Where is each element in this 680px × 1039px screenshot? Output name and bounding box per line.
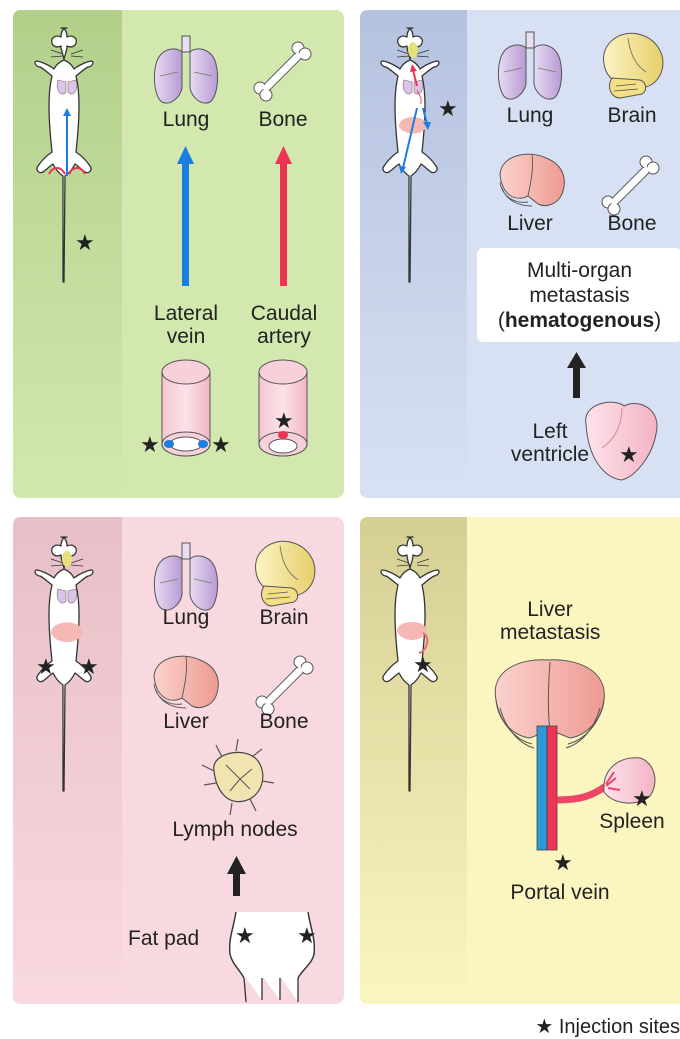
- bone-label: Bone: [592, 212, 672, 235]
- lateral-vein-tube: [162, 360, 210, 456]
- multi-organ-line3: (hematogenous): [477, 309, 680, 332]
- multi-organ-line2: metastasis: [477, 284, 680, 307]
- injection-star-icon: ★: [413, 654, 433, 676]
- injection-star-icon: ★: [619, 444, 639, 466]
- brain-label: Brain: [592, 104, 672, 127]
- caudal-artery-label: Caudal artery: [234, 302, 334, 348]
- lung-label: Lung: [490, 104, 570, 127]
- injection-star-icon: ★: [36, 656, 56, 678]
- multi-organ-line1: Multi-organ: [477, 259, 680, 282]
- injection-star-icon: ★: [553, 852, 573, 874]
- hematogenous-label: hematogenous: [505, 309, 654, 332]
- injection-star-icon: ★: [79, 656, 99, 678]
- lateral-vein-label: Lateral vein: [136, 302, 236, 348]
- lung-label: Lung: [146, 108, 226, 131]
- bone-label: Bone: [244, 710, 324, 733]
- legend-label: Injection sites: [559, 1016, 680, 1038]
- lung-label: Lung: [146, 606, 226, 629]
- injection-star-icon: ★: [297, 925, 317, 947]
- injection-star-icon: ★: [140, 434, 160, 456]
- liver-metastasis-label: Liver metastasis: [500, 598, 600, 644]
- injection-star-icon: ★: [438, 98, 458, 120]
- legend: ★ Injection sites: [535, 1016, 680, 1038]
- paren-open: (: [498, 309, 505, 332]
- legend-star-icon: ★: [535, 1016, 553, 1038]
- injection-star-icon: ★: [211, 434, 231, 456]
- liver-label: Liver: [490, 212, 570, 235]
- bone-label: Bone: [243, 108, 323, 131]
- spleen-label: Spleen: [592, 810, 672, 833]
- left-ventricle-label: Left ventricle: [500, 420, 600, 466]
- lymph-nodes-label: Lymph nodes: [150, 818, 320, 841]
- paren-close: ): [654, 309, 661, 332]
- injection-star-icon: ★: [274, 410, 294, 432]
- injection-star-icon: ★: [75, 232, 95, 254]
- brain-label: Brain: [244, 606, 324, 629]
- injection-star-icon: ★: [235, 925, 255, 947]
- liver-label: Liver: [146, 710, 226, 733]
- portal-vein-label: Portal vein: [490, 881, 630, 904]
- fat-pad-label: Fat pad: [128, 927, 228, 950]
- injection-star-icon: ★: [632, 788, 652, 810]
